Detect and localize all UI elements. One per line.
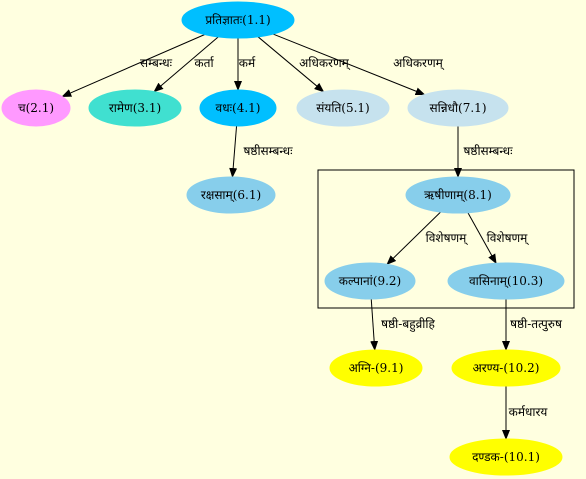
node-label: दण्डक-(10.1) [472, 450, 540, 464]
node-shape [199, 89, 277, 127]
node-label: ऋषीणाम्(8.1) [424, 188, 492, 203]
node-shape [296, 89, 390, 127]
node-label: च(2.1) [18, 101, 54, 115]
node-label: अरण्य-(10.2) [473, 361, 540, 375]
edge-n1_1-n3_1 [153, 36, 219, 93]
edge-label: षष्ठीसम्बन्धः [463, 144, 513, 158]
edge-n1_1-n5_1 [257, 36, 325, 93]
edge-label: षष्ठी-बहुव्रीहि [381, 317, 435, 332]
edge-label: सम्बन्धः [140, 56, 173, 70]
node-n9_1: अग्नि-(9.1) [329, 349, 423, 387]
node-shape [324, 262, 416, 300]
edge-label: अधिकरणम् [299, 56, 351, 71]
node-label: प्रतिज्ञातः(1.1) [205, 13, 270, 27]
node-n1_1: प्रतिज्ञातः(1.1) [181, 1, 295, 39]
node-n7_1: सन्निधौ(7.1) [407, 89, 509, 127]
node-n2_1: च(2.1) [1, 89, 71, 127]
node-n3_1: रामेण(3.1) [88, 89, 182, 127]
node-label: वासिनाम्(10.3) [469, 274, 543, 289]
node-n5_1: संयति(5.1) [296, 89, 390, 127]
node-label: संयति(5.1) [316, 101, 369, 115]
edge-label: अधिकरणम् [393, 56, 445, 71]
node-shape [449, 438, 563, 476]
node-n8_1: ऋषीणाम्(8.1) [405, 176, 511, 214]
edge-label: कर्मधारय [509, 405, 549, 419]
node-label: कल्पानां(9.2) [339, 274, 402, 288]
cluster-box [317, 169, 575, 309]
edge-n9_2-n9_1 [370, 298, 379, 352]
node-label: रामेण(3.1) [109, 101, 161, 115]
edge-n8_1-n10_3 [467, 212, 497, 265]
node-label: अग्नि-(9.1) [349, 361, 404, 375]
node-shape [407, 89, 509, 127]
edge-label: विशेषणम् [426, 231, 469, 246]
edge-label: षष्ठी-तत्पुरुष [510, 317, 563, 332]
node-n4_1: वधः(4.1) [199, 89, 277, 127]
node-shape [451, 349, 561, 387]
node-shape [447, 262, 565, 300]
edge-label: षष्ठीसम्बन्धः [243, 144, 293, 158]
node-shape [405, 176, 511, 214]
node-shape [1, 89, 71, 127]
edge-n8_1-n9_2 [386, 211, 441, 266]
edge-n1_1-n2_1 [61, 34, 205, 98]
node-shape [329, 349, 423, 387]
node-shape [181, 1, 295, 39]
node-label: वधः(4.1) [216, 101, 261, 115]
edge-label: विशेषणम् [487, 231, 530, 246]
node-label: सन्निधौ(7.1) [430, 101, 487, 115]
edge-label: कर्म [239, 56, 256, 70]
edge-n1_1-n7_1 [272, 33, 426, 96]
node-n6_1: रक्षसाम्(6.1) [186, 176, 276, 214]
node-shape [186, 176, 276, 214]
node-label: रक्षसाम्(6.1) [201, 188, 261, 203]
node-shape [88, 89, 182, 127]
node-n10_3: वासिनाम्(10.3) [447, 262, 565, 300]
node-n10_2: अरण्य-(10.2) [451, 349, 561, 387]
node-n9_2: कल्पानां(9.2) [324, 262, 416, 300]
edge-label: कर्ता [194, 56, 214, 70]
edge-n4_1-n6_1 [229, 125, 238, 179]
node-n10_1: दण्डक-(10.1) [449, 438, 563, 476]
